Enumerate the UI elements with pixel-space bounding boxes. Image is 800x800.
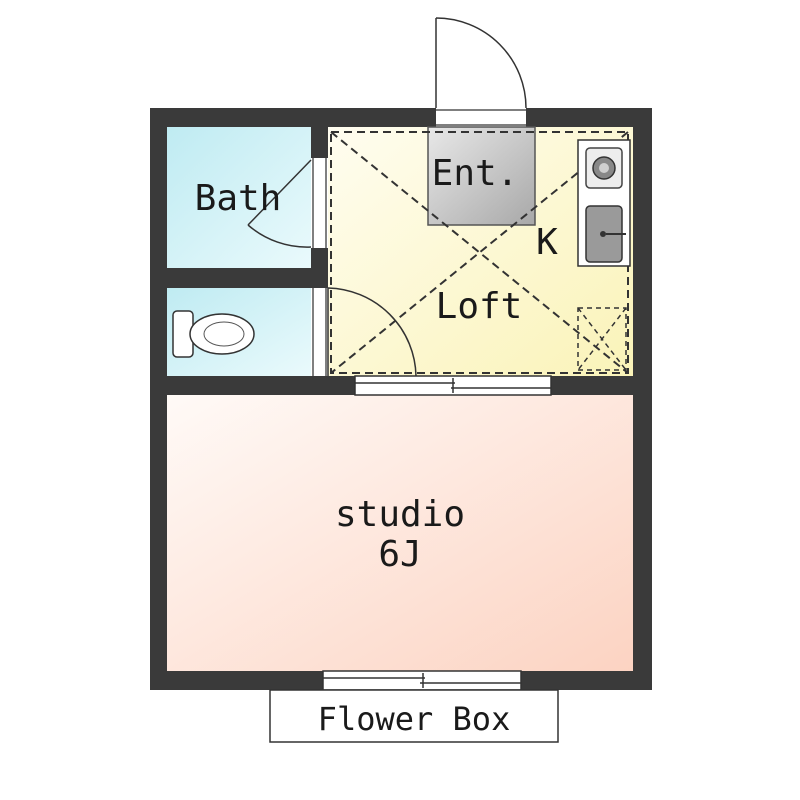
toilet-door-gap [311,288,328,376]
entrance-door-gap [436,108,526,127]
door-swing-icon [247,159,312,248]
flower-box [269,689,559,743]
entrance-label: Ent. [432,153,519,194]
bath-label: Bath [195,178,282,219]
studio-size-label: 6J [378,534,421,575]
window-icon [354,375,552,396]
bath-door-gap [311,158,328,248]
door-swing-icon [327,287,417,377]
studio-room [167,395,633,671]
sink-icon [585,205,626,263]
toilet-icon [172,310,255,358]
window-icon [322,670,522,691]
kitchen-label: K [536,222,558,263]
loft-label: Loft [436,286,523,327]
studio-name-label: studio [335,494,465,535]
flower-box-label: Flower Box [318,700,511,738]
entrance-area [427,126,536,226]
loft-ladder-box [577,307,627,371]
door-swing-icon [435,17,527,109]
